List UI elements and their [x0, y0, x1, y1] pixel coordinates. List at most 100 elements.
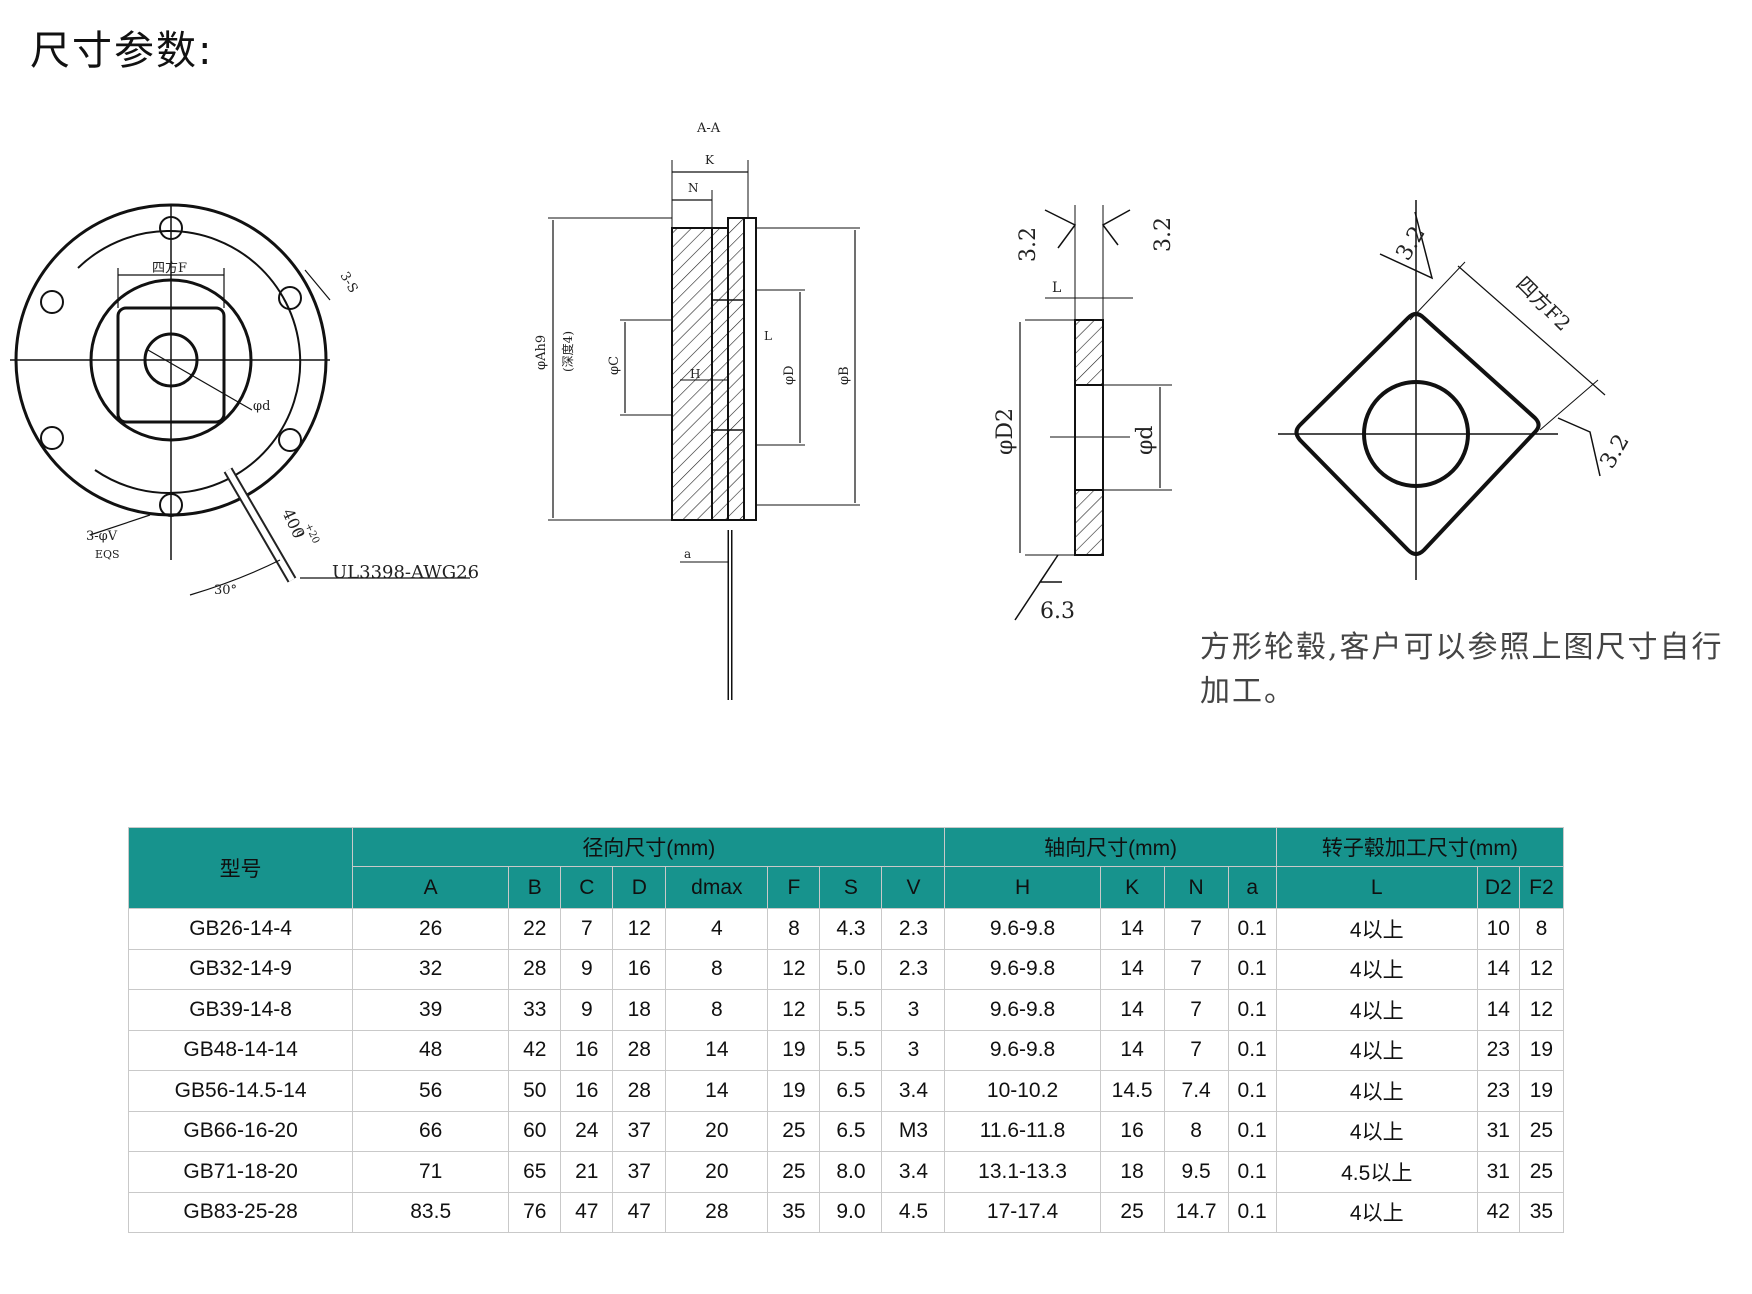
- table-cell: 3.4: [881, 1151, 946, 1193]
- label-rough-left: 3.2: [1016, 227, 1041, 262]
- table-cell: 47: [612, 1191, 667, 1233]
- table-cell: 12: [1518, 989, 1565, 1031]
- table-cell: 4以上: [1275, 948, 1478, 990]
- spec-table: 型号 径向尺寸(mm) 轴向尺寸(mm) 转子毂加工尺寸(mm) A B C D…: [127, 827, 1565, 1233]
- table-cell: 4以上: [1275, 1070, 1478, 1112]
- model-cell: GB71-18-20: [127, 1151, 354, 1193]
- col-d: D: [612, 866, 667, 909]
- table-cell: 23: [1476, 1070, 1520, 1112]
- table-cell: 6.5: [819, 1070, 883, 1112]
- table-cell: 37: [612, 1151, 667, 1193]
- table-cell: 7: [1163, 908, 1229, 950]
- label-rough-top: 3.2: [1392, 222, 1431, 265]
- group-axial: 轴向尺寸(mm): [944, 827, 1277, 867]
- table-cell: 0.1: [1227, 948, 1277, 990]
- label-d: φd: [253, 399, 270, 414]
- table-cell: 35: [767, 1191, 821, 1233]
- table-cell: 31: [1476, 1110, 1520, 1152]
- table-cell: 9.6-9.8: [944, 948, 1101, 990]
- label-a-h9: φAh9: [534, 335, 549, 370]
- table-cell: 33: [508, 989, 562, 1031]
- group-header-row: 型号 径向尺寸(mm) 轴向尺寸(mm) 转子毂加工尺寸(mm): [127, 827, 1565, 909]
- table-cell: 14: [665, 1070, 769, 1112]
- hub-square-view: [1278, 200, 1606, 580]
- table-cell: 76: [508, 1191, 562, 1233]
- label-rough-right: 3.2: [1151, 217, 1176, 252]
- table-cell: 22: [508, 908, 562, 950]
- table-cell: 12: [1518, 948, 1565, 990]
- table-cell: 24: [560, 1110, 614, 1152]
- table-cell: 16: [1099, 1110, 1165, 1152]
- table-cell: 39: [352, 989, 510, 1031]
- mount-hole: [159, 493, 183, 517]
- table-cell: 9.5: [1163, 1151, 1229, 1193]
- table-cell: 4.5: [881, 1191, 946, 1233]
- table-cell: 2.3: [881, 948, 946, 990]
- table-cell: 4.5以上: [1275, 1151, 1478, 1193]
- table-cell: 42: [508, 1029, 562, 1071]
- table-cell: 14.7: [1163, 1191, 1229, 1233]
- table-cell: 9.6-9.8: [944, 989, 1101, 1031]
- table-cell: 26: [352, 908, 510, 950]
- mount-hole: [278, 428, 302, 452]
- table-cell: 28: [508, 948, 562, 990]
- label-lead-len: 400: [278, 506, 308, 542]
- table-cell: 6.5: [819, 1110, 883, 1152]
- table-cell: 12: [612, 908, 667, 950]
- table-cell: 18: [612, 989, 667, 1031]
- bolt-circle-arc: [77, 230, 302, 495]
- model-cell: GB39-14-8: [127, 989, 354, 1031]
- table-cell: 0.1: [1227, 1151, 1277, 1193]
- table-cell: 4: [665, 908, 769, 950]
- label-b: φB: [837, 366, 852, 385]
- table-cell: 16: [612, 948, 667, 990]
- table-cell: 16: [560, 1029, 614, 1071]
- table-cell: 7.4: [1163, 1070, 1229, 1112]
- col-n: N: [1163, 866, 1229, 909]
- table-cell: 0.1: [1227, 1110, 1277, 1152]
- table-cell: 37: [612, 1110, 667, 1152]
- table-cell: 19: [1518, 1070, 1565, 1112]
- label-s: 3-S: [337, 270, 361, 296]
- column-header-row: A B C D dmax F S V H K N a L D2 F2: [129, 866, 1565, 909]
- table-cell: 14: [1476, 948, 1520, 990]
- table-cell: 23: [1476, 1029, 1520, 1071]
- table-cell: 14: [1099, 1029, 1165, 1071]
- table-cell: 19: [767, 1029, 821, 1071]
- table-cell: 14: [1099, 989, 1165, 1031]
- table-cell: 0.1: [1227, 989, 1277, 1031]
- table-cell: 0.1: [1227, 1029, 1277, 1071]
- table-cell: 14: [1099, 948, 1165, 990]
- model-cell: GB83-25-28: [127, 1191, 354, 1233]
- model-cell: GB26-14-4: [127, 908, 354, 950]
- table-cell: 9.6-9.8: [944, 1029, 1101, 1071]
- model-cell: GB32-14-9: [127, 948, 354, 990]
- label-square-f: 四方F: [152, 260, 187, 276]
- hub-side-view: [1014, 205, 1172, 621]
- table-cell: 5.0: [819, 948, 883, 990]
- table-cell: 20: [665, 1110, 769, 1152]
- mount-hole: [278, 286, 302, 310]
- table-cell: 19: [767, 1070, 821, 1112]
- mount-hole: [40, 426, 64, 450]
- table-cell: 4以上: [1275, 908, 1478, 950]
- col-k: K: [1099, 866, 1165, 909]
- model-cell: GB48-14-14: [127, 1029, 354, 1071]
- label-d2: φD2: [993, 408, 1018, 455]
- technical-drawing: 四方F 3-S φd 3-φV EQS 400 +20 0 30° UL3398…: [10, 121, 1635, 700]
- table-cell: 21: [560, 1151, 614, 1193]
- table-cell: 71: [352, 1151, 510, 1193]
- table-cell: 32: [352, 948, 510, 990]
- table-cell: 25: [767, 1110, 821, 1152]
- table-cell: 14: [665, 1029, 769, 1071]
- table-cell: 56: [352, 1070, 510, 1112]
- table-cell: 8.0: [819, 1151, 883, 1193]
- table-cell: 8: [1518, 908, 1565, 950]
- table-cell: 16: [560, 1070, 614, 1112]
